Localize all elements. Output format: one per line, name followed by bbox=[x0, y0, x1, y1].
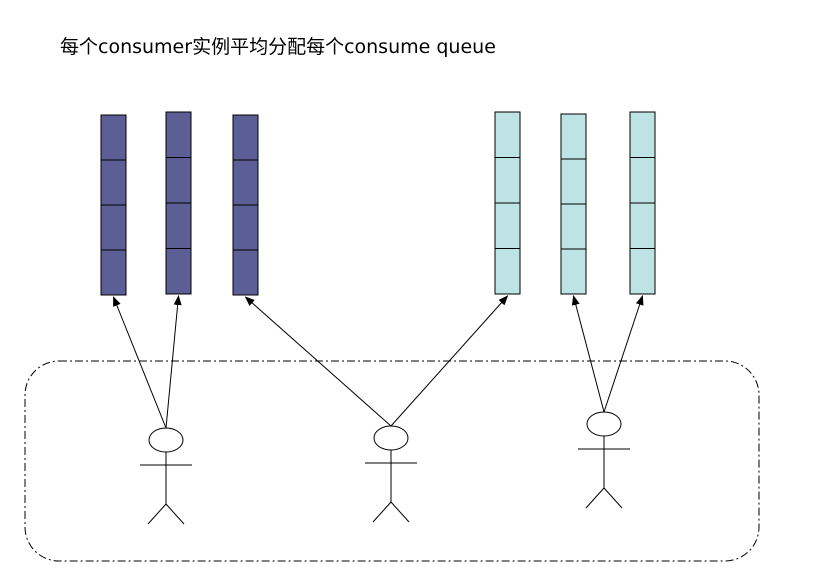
consumer-right-leg bbox=[603, 487, 623, 509]
consumer-group-boundary bbox=[24, 360, 760, 562]
consume-queue-q1 bbox=[100, 114, 127, 296]
assignment-arrow-c3-q5 bbox=[571, 295, 605, 413]
consumer-head bbox=[148, 427, 184, 453]
assignment-arrow-c1-q2 bbox=[165, 295, 182, 429]
assignment-arrow-c2-q3 bbox=[244, 296, 392, 427]
consumer-right-leg bbox=[390, 501, 410, 523]
consume-queue-q6 bbox=[629, 111, 656, 295]
assignment-arrow-c2-q4 bbox=[390, 295, 509, 427]
consume-queue-q5 bbox=[560, 113, 587, 295]
consume-queue-q4 bbox=[494, 111, 521, 295]
consume-queue-q2 bbox=[165, 111, 192, 295]
consumer-instance-c1 bbox=[140, 427, 192, 525]
consumer-head bbox=[586, 411, 622, 437]
assignment-arrow-c1-q1 bbox=[113, 296, 167, 429]
consume-queue-q3 bbox=[232, 114, 259, 296]
diagram-title: 每个consumer实例平均分配每个consume queue bbox=[60, 36, 496, 58]
consumer-left-leg bbox=[147, 503, 167, 525]
consumer-right-leg bbox=[165, 503, 185, 525]
consumer-instance-c3 bbox=[578, 411, 630, 509]
consumer-left-leg bbox=[585, 487, 605, 509]
consumer-head bbox=[373, 425, 409, 451]
assignment-arrow-c3-q6 bbox=[603, 295, 644, 413]
consumer-instance-c2 bbox=[365, 425, 417, 523]
consumer-left-leg bbox=[372, 501, 392, 523]
